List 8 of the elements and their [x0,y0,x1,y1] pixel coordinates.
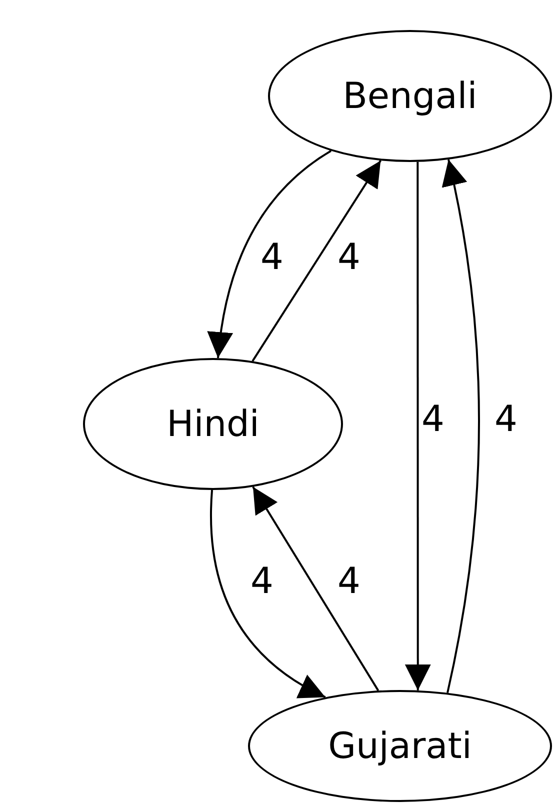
node-label: Bengali [342,76,478,116]
arrow [404,162,431,690]
node-label: Gujarati [328,726,472,766]
arrow [208,150,332,358]
node-label: Hindi [166,404,260,444]
arrow [252,160,382,362]
arrow [252,486,380,692]
arrow [210,490,326,698]
